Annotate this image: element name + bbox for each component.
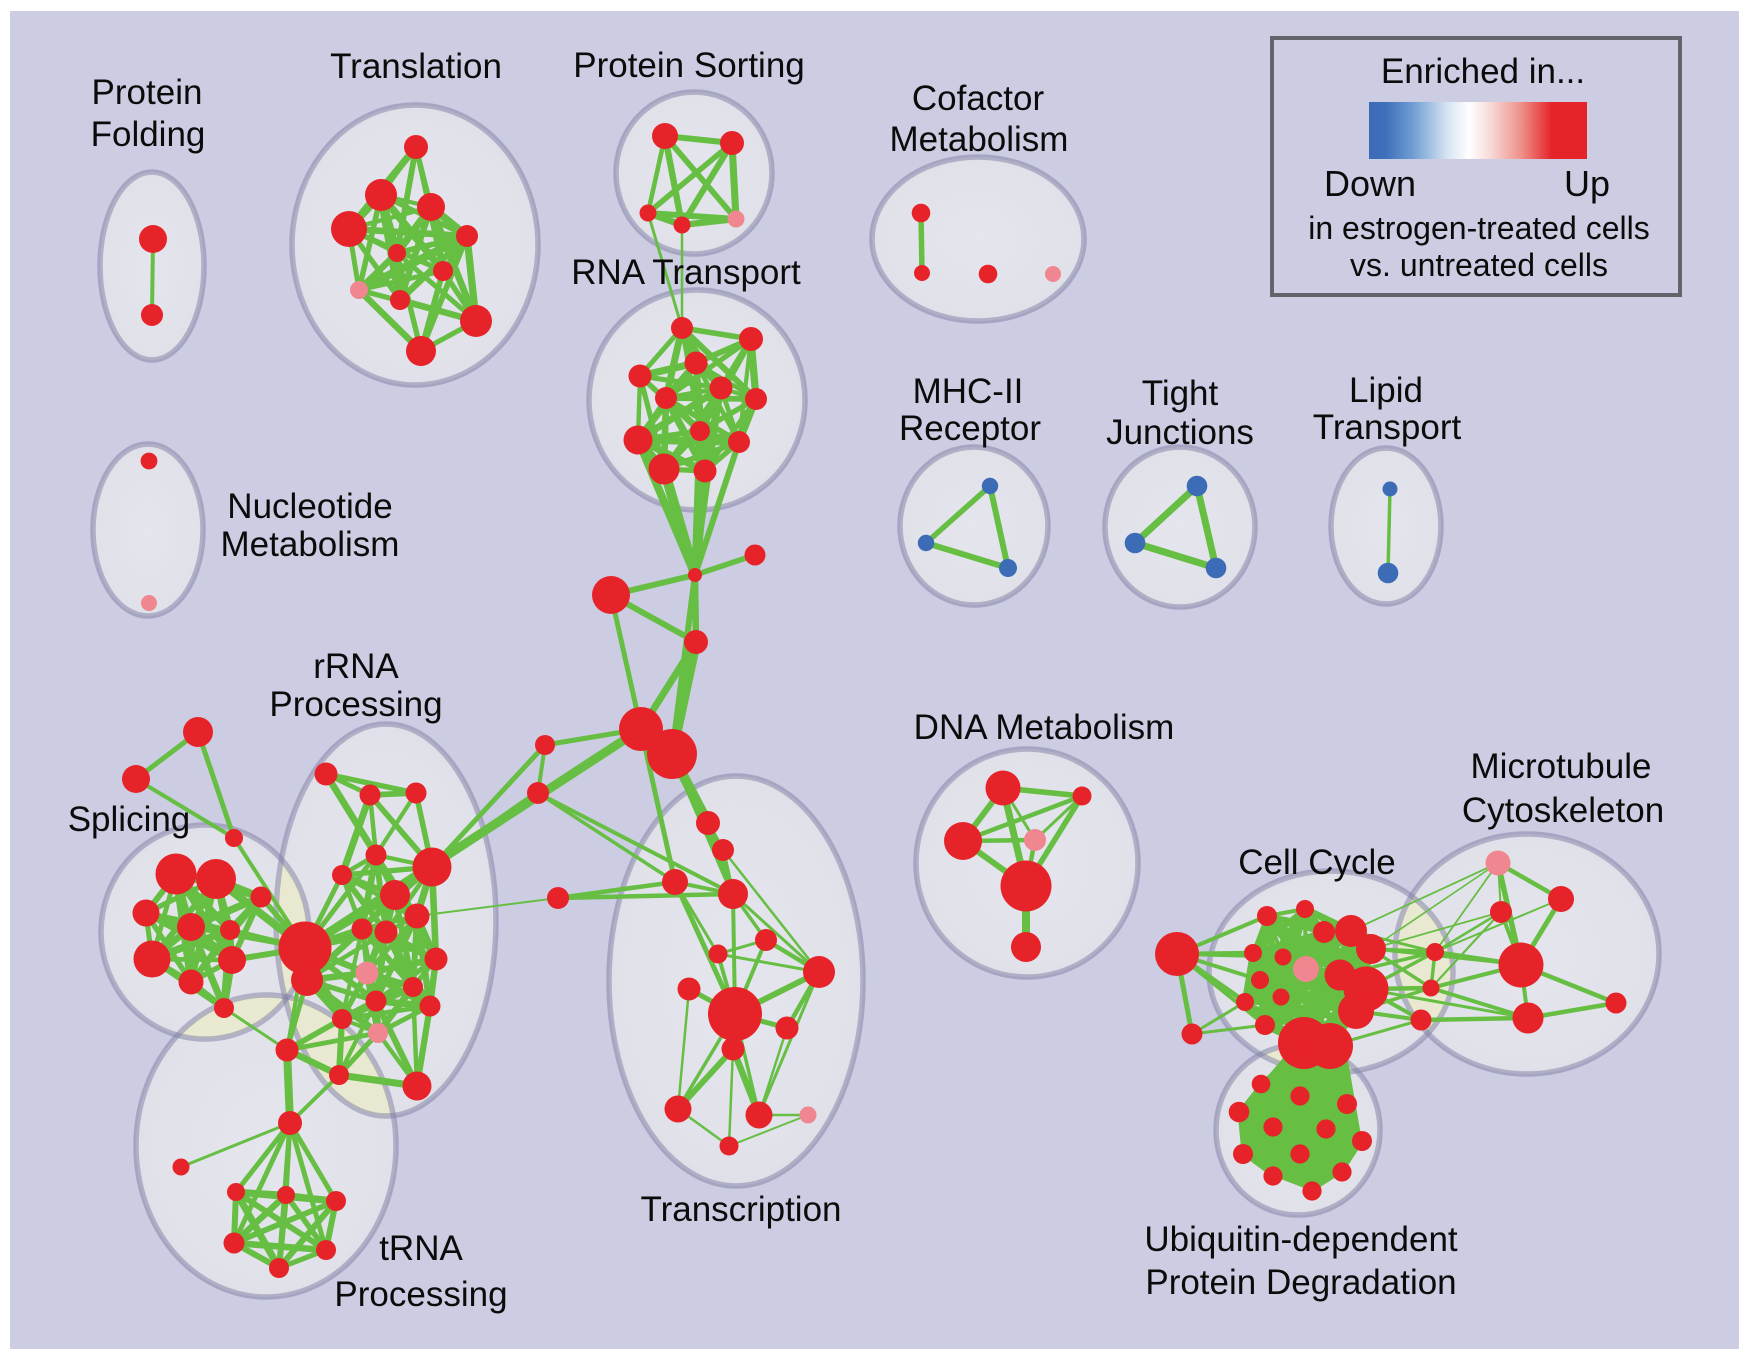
svg-text:DNA Metabolism: DNA Metabolism: [914, 708, 1175, 747]
svg-text:Protein: Protein: [92, 73, 203, 112]
svg-text:Cofactor: Cofactor: [912, 79, 1045, 118]
svg-text:Transport: Transport: [1313, 408, 1462, 447]
svg-text:Receptor: Receptor: [899, 409, 1041, 448]
svg-text:Metabolism: Metabolism: [221, 525, 400, 564]
svg-text:RNA Transport: RNA Transport: [571, 253, 801, 292]
svg-text:Processing: Processing: [334, 1275, 507, 1314]
svg-text:rRNA: rRNA: [313, 647, 399, 686]
svg-text:Protein Sorting: Protein Sorting: [573, 46, 805, 85]
svg-text:Microtubule: Microtubule: [1471, 747, 1652, 786]
svg-text:Tight: Tight: [1142, 374, 1219, 413]
svg-text:Folding: Folding: [91, 115, 206, 154]
svg-text:Cytoskeleton: Cytoskeleton: [1462, 791, 1664, 830]
svg-text:Cell Cycle: Cell Cycle: [1238, 843, 1396, 882]
svg-text:Ubiquitin-dependent: Ubiquitin-dependent: [1144, 1220, 1458, 1259]
svg-text:Metabolism: Metabolism: [890, 120, 1069, 159]
svg-text:Junctions: Junctions: [1106, 413, 1254, 452]
svg-text:Down: Down: [1324, 163, 1416, 204]
svg-text:Transcription: Transcription: [641, 1190, 842, 1229]
svg-text:in estrogen-treated cells: in estrogen-treated cells: [1308, 210, 1650, 246]
svg-text:vs. untreated cells: vs. untreated cells: [1350, 247, 1608, 283]
svg-text:Enriched in...: Enriched in...: [1381, 52, 1585, 91]
svg-text:Splicing: Splicing: [68, 800, 191, 839]
svg-text:Protein Degradation: Protein Degradation: [1145, 1263, 1456, 1302]
svg-text:MHC-II: MHC-II: [913, 372, 1024, 411]
svg-text:Up: Up: [1564, 163, 1610, 204]
svg-text:Nucleotide: Nucleotide: [227, 487, 392, 526]
svg-text:Lipid: Lipid: [1349, 371, 1423, 410]
svg-text:Processing: Processing: [269, 685, 442, 724]
svg-text:Translation: Translation: [330, 47, 502, 86]
svg-text:tRNA: tRNA: [379, 1229, 463, 1268]
